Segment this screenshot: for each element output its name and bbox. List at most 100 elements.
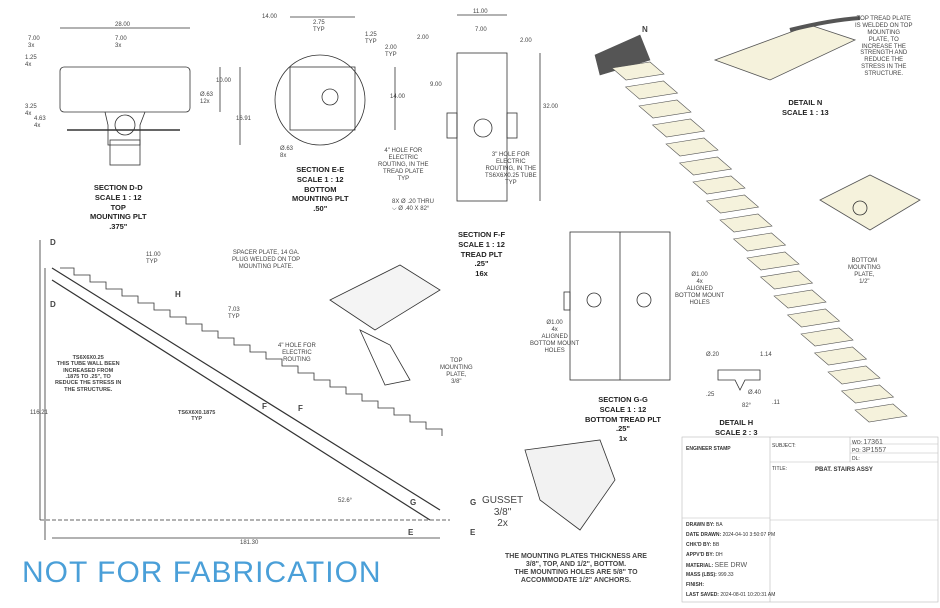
title-label: TITLE: — [772, 466, 788, 472]
watermark: NOT FOR FABRICATION — [22, 556, 382, 589]
title-block-row: FINISH: — [686, 582, 704, 588]
row-key: APPV'D BY: — [686, 552, 715, 558]
detail-n-view — [713, 16, 861, 81]
section-ff-view — [446, 14, 541, 202]
dim-dd-5: 4.63 4x — [34, 116, 46, 129]
spacer-plate-note: SPACER PLATE, 14 GA. PLUG WELDED ON TOP … — [232, 250, 301, 270]
dim-h-2: Ø.40 — [748, 390, 762, 396]
stair-3d-view — [594, 34, 908, 423]
bottom-plate-note: BOTTOM MOUNTING PLATE, 1/2" — [848, 258, 881, 285]
po-label: PO: — [852, 448, 861, 454]
dim-h-3: 82° — [742, 403, 752, 409]
tread-3d — [773, 289, 827, 309]
tread-3d — [786, 308, 841, 328]
row-value: 2024-08-01 10:20:31 AM — [720, 592, 776, 598]
section-gg-view — [563, 231, 671, 381]
tread-3d — [638, 99, 692, 119]
title-block-row: CHK'D BY: BB — [686, 542, 719, 548]
tread-3d — [813, 346, 868, 366]
note-gg-left: Ø1.00 4x ALIGNED BOTTOM MOUNT HOLES — [530, 320, 580, 354]
detail-marker-h: H — [175, 290, 181, 299]
detail-h-view — [717, 369, 761, 391]
drawing-title: PBAT. STAIRS ASSY — [815, 467, 873, 473]
bottom-plate-detail — [819, 174, 921, 231]
section-marker-d: D — [50, 238, 56, 247]
dim-ee-1: 2.75 TYP — [313, 20, 325, 33]
tread-3d — [854, 403, 908, 423]
dim-angle: 52.6° — [338, 498, 353, 504]
electric-hole-note: 4" HOLE FOR ELECTRIC ROUTING — [278, 343, 316, 363]
section-marker-g: G — [410, 498, 417, 507]
dim-total-run: 181.30 — [240, 540, 259, 546]
wo-label: WO: — [852, 440, 862, 446]
row-key: CHK'D BY: — [686, 542, 712, 548]
row-value: BB — [712, 542, 720, 548]
dl-label: DL: — [852, 456, 860, 462]
tread-3d — [746, 251, 800, 271]
tread-3d — [611, 61, 665, 81]
section-ee-view — [274, 16, 396, 146]
gusset-note: GUSSET 3/8" 2x — [482, 495, 524, 529]
dim-dd-6: 10.00 — [216, 78, 232, 84]
row-value: SEE DRW — [714, 562, 748, 569]
row-key: FINISH: — [686, 582, 705, 588]
title-block-row: DRAWN BY: BA — [686, 522, 723, 528]
section-marker-e: E — [408, 528, 414, 537]
row-key: DRAWN BY: — [686, 522, 715, 528]
tread-3d — [719, 213, 773, 233]
tube-typ-note: TS6X6X0.1875 TYP — [178, 410, 216, 423]
row-value: BA — [715, 522, 723, 528]
dim-dd-2: 7.00 3x — [115, 36, 127, 49]
subject-label: SUBJECT: — [772, 443, 796, 449]
note-3in-hole: 3" HOLE FOR ELECTRIC ROUTING, IN THE TS6… — [485, 152, 537, 186]
dim-ee-5: Ø.63 8x — [280, 146, 294, 159]
section-marker-f: F — [298, 404, 303, 413]
tread-3d — [827, 365, 881, 385]
note-countersink: 8X Ø .20 THRU ⌵ Ø .40 X 82° — [392, 199, 434, 212]
stair-side-view — [39, 240, 450, 540]
section-marker-g: G — [470, 498, 477, 507]
tube-wall-note: TS6X6X0.25 THIS TUBE WALL BEEN INCREASED… — [55, 355, 122, 393]
dim-h-4: .25 — [706, 392, 715, 398]
dim-ff-2: 2.00 — [417, 35, 429, 41]
title-block-row: DATE DRAWN: 2024-04-10 3:50:07 PM — [686, 532, 775, 538]
section-dd-view — [59, 27, 241, 166]
iso-top-detail — [329, 264, 441, 386]
title-block-row: MASS (LBS): 999.33 — [686, 572, 734, 578]
row-key: DATE DRAWN: — [686, 532, 722, 538]
note-4in-hole: 4" HOLE FOR ELECTRIC ROUTING, IN THE TRE… — [378, 148, 429, 182]
dim-dd-width: 28.00 — [115, 22, 131, 28]
dim-h-1: 1.14 — [760, 352, 772, 358]
section-marker-e: E — [470, 528, 476, 537]
dim-tread-depth: 11.00 TYP — [146, 252, 161, 265]
dim-ee-4: 14.00 — [390, 94, 406, 100]
wo-value: 17361 — [863, 439, 883, 446]
dim-dd-4: 3.25 4x — [25, 104, 37, 117]
dim-h-5: .11 — [772, 400, 780, 406]
tread-3d — [705, 194, 760, 214]
tread-3d — [759, 270, 814, 290]
dim-ee-3: 2.00 TYP — [385, 45, 397, 58]
dim-dd-1: 7.00 3x — [28, 36, 40, 49]
dim-ff-4: 9.00 — [430, 82, 442, 88]
tread-3d — [692, 175, 746, 195]
tread-3d — [800, 327, 854, 347]
tread-3d — [651, 118, 706, 138]
row-key: MASS (LBS): — [686, 572, 717, 578]
general-note: THE MOUNTING PLATES THICKNESS ARE 3/8", … — [505, 553, 647, 585]
detail-n-marker: N — [642, 25, 648, 34]
top-plate-note: TOP MOUNTING PLATE, 3/8" — [440, 358, 473, 385]
title-block-row: MATERIAL: SEE DRW — [686, 562, 747, 569]
tread-3d — [840, 384, 895, 404]
gusset-iso — [524, 439, 616, 531]
tread-3d — [678, 156, 733, 176]
tread-3d — [732, 232, 787, 252]
title-block-row: LAST SAVED: 2024-08-01 10:20:31 AM — [686, 592, 775, 598]
